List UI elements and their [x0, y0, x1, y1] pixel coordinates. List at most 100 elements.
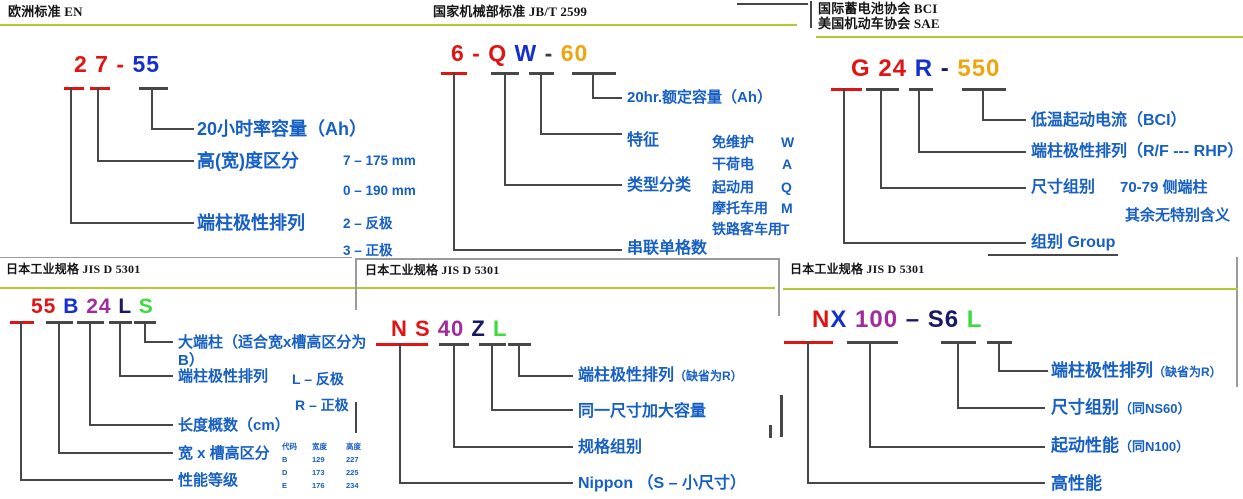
code-segment: 55 — [132, 51, 161, 77]
panel-title: 国家机械部标准 JB/T 2599 — [433, 4, 588, 19]
type-code: M — [781, 200, 793, 216]
code-segment: - — [933, 55, 958, 82]
label-height-class: 高(宽)度区分 — [197, 151, 299, 171]
connector-line — [807, 482, 1045, 484]
stem-line — [144, 321, 146, 343]
connector-line — [843, 242, 1026, 244]
table-cell: 234 — [346, 481, 359, 490]
panel-border — [0, 257, 352, 258]
tick-mark — [847, 341, 898, 344]
type-option: 起动用 — [712, 179, 754, 195]
connector-line — [399, 482, 573, 484]
connector-line — [144, 341, 173, 343]
tick-mark — [909, 88, 933, 91]
tick-mark — [10, 321, 34, 324]
polarity-option: L – 反极 — [292, 371, 344, 387]
code-segment: G 24 — [851, 55, 908, 82]
connector-line — [592, 97, 622, 99]
table-cell: 225 — [346, 468, 359, 477]
feature-option: 免维护 — [712, 134, 754, 150]
stem-line — [957, 341, 959, 409]
connector-line — [982, 119, 1026, 121]
label-note: （同NS60） — [1119, 401, 1191, 416]
type-code: T — [781, 221, 790, 237]
label-polarity: 端柱极性排列（缺省为R） — [1051, 361, 1222, 381]
stem-line — [918, 88, 920, 151]
type-option: 铁路客车用 — [712, 221, 782, 237]
panel-title: 国际蓄电池协会 BCI — [818, 1, 938, 16]
size-note: 70-79 侧端柱 — [1120, 179, 1208, 196]
connector-line — [998, 370, 1048, 372]
connector-line — [504, 184, 622, 186]
stem-line — [119, 321, 121, 377]
stem-line — [843, 88, 845, 244]
connector-line — [89, 424, 173, 426]
stem-line — [880, 88, 882, 189]
stem-line — [807, 341, 809, 484]
label-note: （缺省为R） — [674, 369, 743, 383]
label-text: 尺寸组别 — [1051, 398, 1119, 417]
battery-code: 2 7 - 55 — [74, 51, 160, 77]
connector-line — [869, 446, 1045, 448]
label-note: （同N100） — [1119, 439, 1190, 454]
label-note: （缺省为R） — [1153, 365, 1222, 379]
battery-code: 6 - Q W - 60 — [451, 40, 588, 66]
code-segment: 550 — [957, 55, 1001, 82]
connector-line — [918, 151, 1026, 153]
label-width-height: 宽 x 槽高区分 — [178, 445, 270, 462]
table-cell: 173 — [312, 468, 325, 477]
connector-line — [957, 407, 1045, 409]
label-type: 类型分类 — [627, 177, 692, 194]
code-segment: 24 — [79, 295, 112, 318]
code-segment: L — [959, 306, 983, 333]
code-segment: 60 — [560, 40, 589, 66]
code-segment: 2 7 — [74, 51, 109, 77]
separator-line — [0, 24, 797, 26]
label-spec-group: 规格组别 — [578, 439, 643, 456]
code-segment: W — [507, 40, 538, 66]
label-capacity: 20hr.额定容量（Ah） — [627, 89, 773, 106]
code-segment: N S — [391, 316, 431, 341]
type-option: 摩托车用 — [712, 200, 768, 216]
tick-mark — [962, 88, 1006, 91]
stem-line — [518, 343, 520, 377]
table-header-cell: 代码 — [282, 442, 297, 451]
battery-code: G 24 R - 550 — [851, 55, 1000, 83]
separator-line — [783, 288, 1238, 290]
panel-title: 美国机动车协会 SAE — [818, 16, 940, 31]
connector-line — [540, 133, 622, 135]
feature-code: W — [781, 134, 795, 150]
label-text: 端柱极性排列 — [1051, 361, 1153, 380]
battery-code: NX 100 – S6 L — [812, 306, 982, 334]
stem-line — [592, 72, 594, 97]
stem-line — [70, 87, 72, 224]
label-length: 长度概数（cm） — [178, 417, 290, 434]
tick-mark — [376, 343, 428, 346]
label-capacity: 20小时率容量（Ah） — [197, 119, 368, 139]
code-segment: 6 - Q — [451, 40, 508, 66]
label-group: 组别 Group — [1031, 234, 1116, 251]
label-height-option: 7 – 175 mm — [343, 153, 416, 168]
table-cell: 176 — [312, 481, 325, 490]
code-segment: B — [56, 295, 80, 318]
connector-line — [453, 249, 622, 251]
table-cell: B — [282, 455, 288, 464]
label-grade: 性能等级 — [178, 472, 239, 489]
label-high-performance: 高性能 — [1051, 474, 1102, 493]
separator-line — [0, 287, 775, 289]
stem-line — [20, 321, 22, 481]
panel-title: 日本工业规格 JIS D 5301 — [6, 262, 141, 276]
label-nippon: Nippon （S – 小尺寸） — [578, 475, 747, 492]
label-cca: 低温起动电流（BCI） — [1031, 112, 1187, 129]
feature-code: A — [782, 156, 793, 172]
stem-line — [453, 72, 455, 251]
stem-line — [399, 343, 401, 484]
code-segment: – S6 — [898, 306, 960, 333]
label-cells: 串联单格数 — [627, 240, 708, 257]
connector-line — [491, 409, 573, 411]
connector-line — [518, 375, 573, 377]
code-segment: L — [111, 295, 132, 318]
connector-line — [119, 375, 173, 377]
table-cell: E — [282, 481, 288, 490]
